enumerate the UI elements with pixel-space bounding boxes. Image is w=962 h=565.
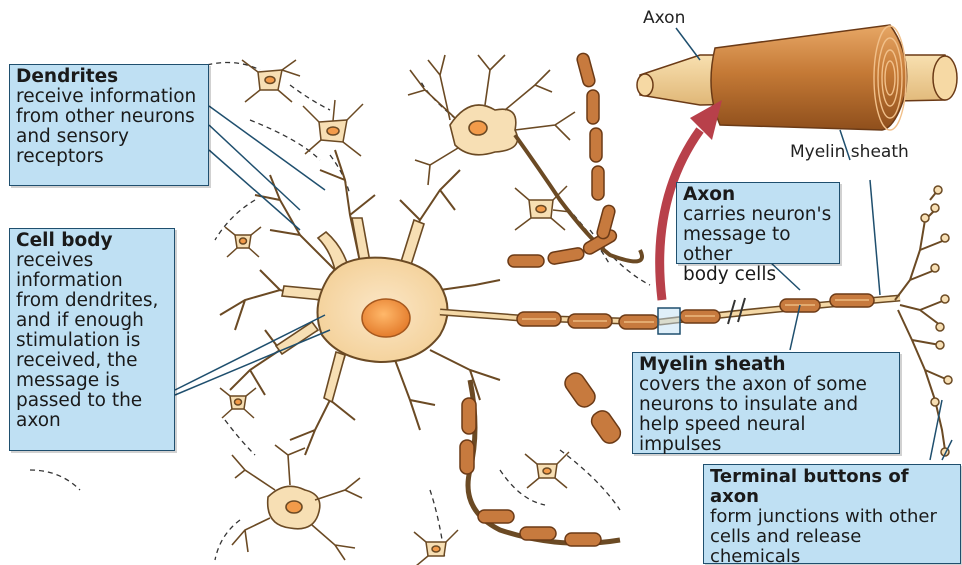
cell-body-line: receives [16,251,168,271]
cell-body-line: message is [16,371,168,391]
axon-callout: Axon carries neuron's message to other b… [676,182,840,264]
myelin-line: help speed neural impulses [639,415,893,455]
cell-body-line: and if enough [16,311,168,331]
cell-body-line: information [16,271,168,291]
myelin-segments [517,294,874,329]
cell-body-line: stimulation is [16,331,168,351]
zoom-region [658,308,680,334]
lower-left-neuron [232,445,362,560]
axon-line: body cells [683,265,833,285]
myelin-line: covers the axon of some [639,375,893,395]
inset-myelin-label: Myelin sheath [790,142,909,162]
cell-body-title: Cell body [16,231,168,251]
dendrites-callout: Dendrites receive information from other… [9,64,209,186]
terminal-buttons [921,186,952,456]
upper-neuron [408,55,575,185]
terminal-buttons-callout: Terminal buttons of axon form junctions … [703,464,961,564]
cell-body-line: passed to the [16,391,168,411]
dendrites-line: receptors [16,147,202,167]
dendrites-line: and sensory [16,127,202,147]
terminal-line: cells and release chemicals [710,527,954,565]
dendrites-line: from other neurons [16,107,202,127]
dendrites-title: Dendrites [16,67,202,87]
myelin-line: neurons to insulate and [639,395,893,415]
cell-body-line: received, the [16,351,168,371]
myelin-title: Myelin sheath [639,355,893,375]
inset-axon-label: Axon [643,8,685,28]
upper-axon-chain [508,52,642,267]
cell-body-line: from dendrites, [16,291,168,311]
cell-body-callout: Cell body receives information from dend… [9,228,175,451]
lower-axon-chain [460,370,624,546]
myelin-callout: Myelin sheath covers the axon of some ne… [632,352,900,454]
terminal-line: form junctions with other [710,507,954,527]
axon-title: Axon [683,185,833,205]
terminal-title: Terminal buttons of axon [710,467,954,507]
nucleus [362,299,410,337]
cell-body-line: axon [16,411,168,431]
axon-line: message to other [683,225,833,265]
dendrites-line: receive information [16,87,202,107]
axon-line: carries neuron's [683,205,833,225]
